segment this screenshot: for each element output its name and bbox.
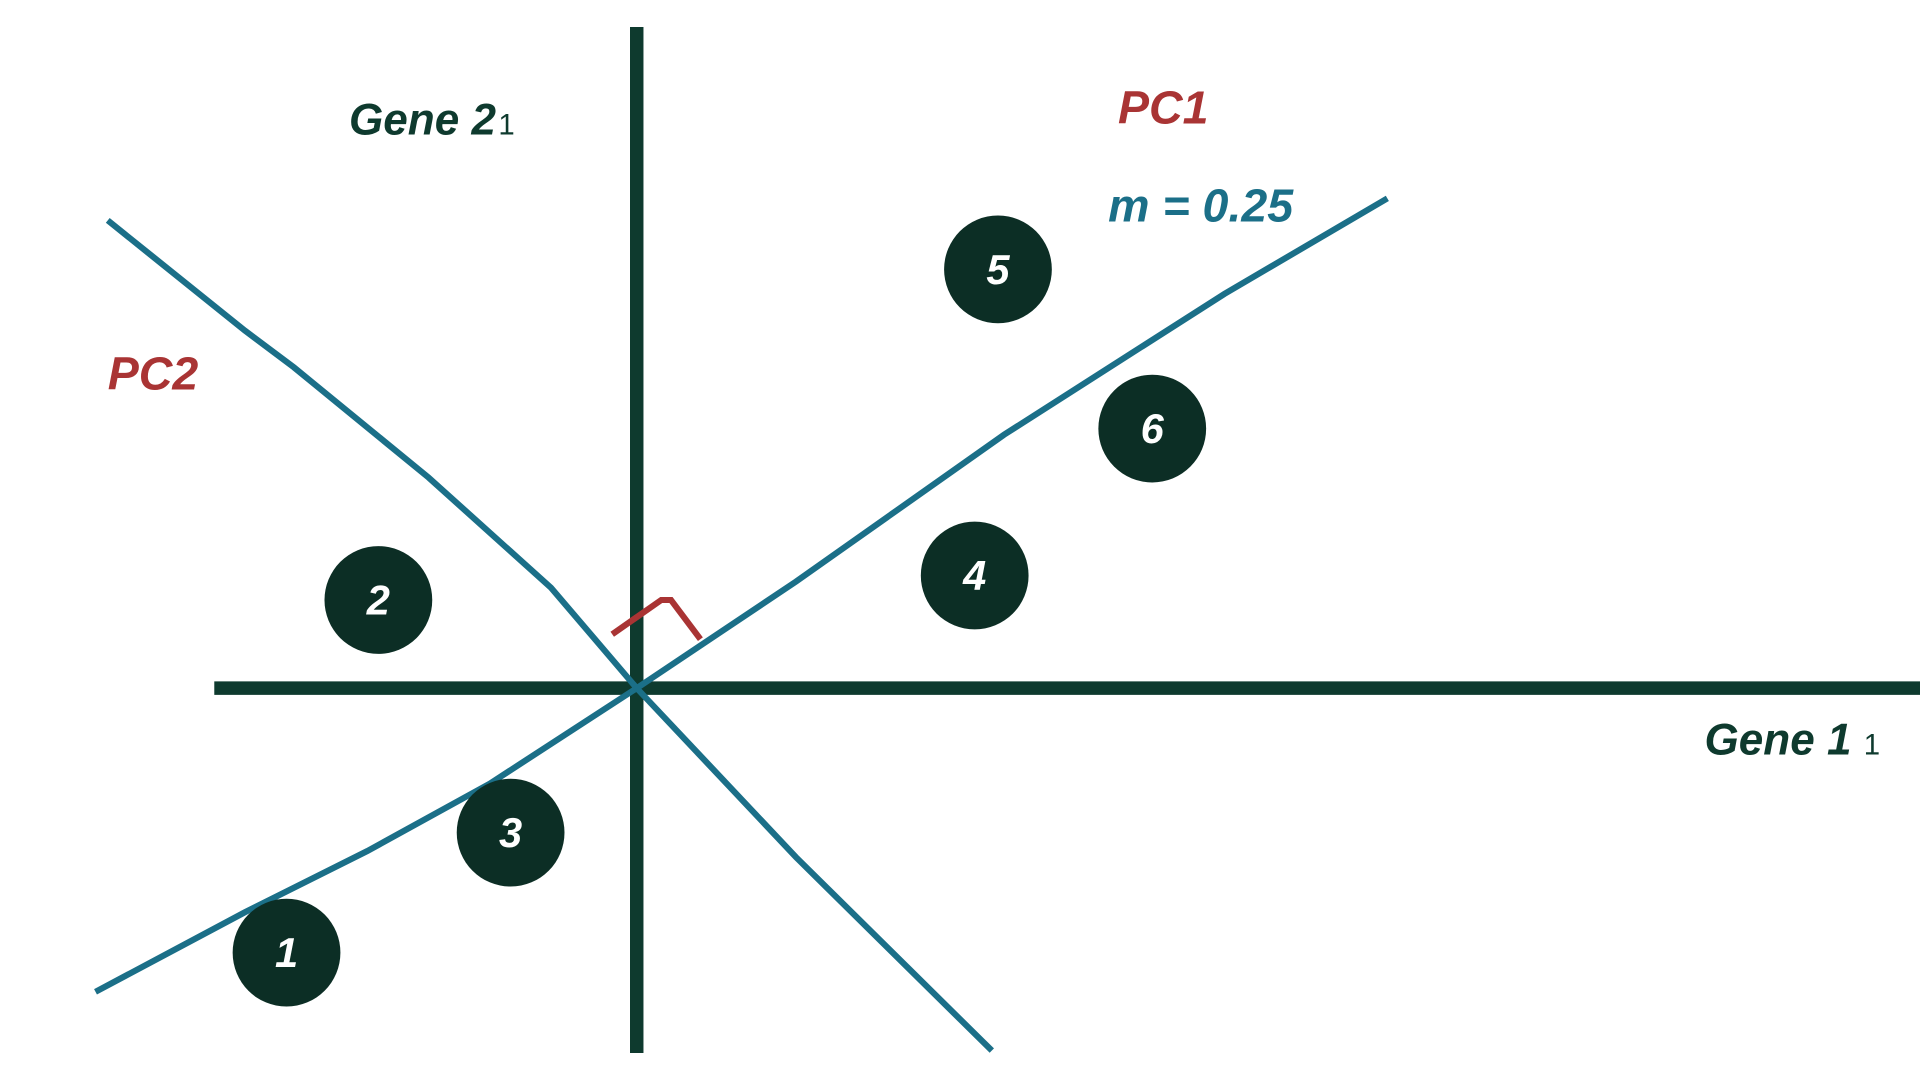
gene1-subscript: 1 [1864, 728, 1880, 761]
data-point-3: 3 [456, 778, 565, 887]
data-point-6: 6 [1098, 374, 1207, 483]
right-angle-mark [610, 596, 703, 642]
pc1-line [94, 195, 1389, 995]
data-point-label: 1 [275, 929, 298, 976]
gene2-subscript: 1 [498, 109, 514, 142]
pc1-slope-label: m = 0.25 [1108, 180, 1294, 232]
data-point-circle [1098, 374, 1207, 483]
data-point-5: 5 [944, 215, 1052, 324]
data-point-label: 3 [499, 809, 522, 856]
data-point-2: 2 [324, 546, 433, 654]
data-point-circle [324, 546, 433, 654]
data-point-label: 5 [986, 246, 1010, 293]
data-point-circle [944, 215, 1052, 324]
data-point-4: 4 [920, 521, 1029, 630]
data-point-label: 2 [366, 577, 390, 624]
data-point-label: 4 [962, 552, 986, 599]
pc1-label: PC1 [1118, 82, 1209, 134]
data-point-circle [920, 521, 1029, 630]
pc2-line [105, 218, 994, 1053]
data-point-circle [232, 898, 341, 1007]
data-point-label: 6 [1141, 405, 1165, 452]
data-point-1: 1 [232, 898, 341, 1007]
data-point-circle [456, 778, 565, 887]
pc2-label: PC2 [108, 347, 199, 399]
